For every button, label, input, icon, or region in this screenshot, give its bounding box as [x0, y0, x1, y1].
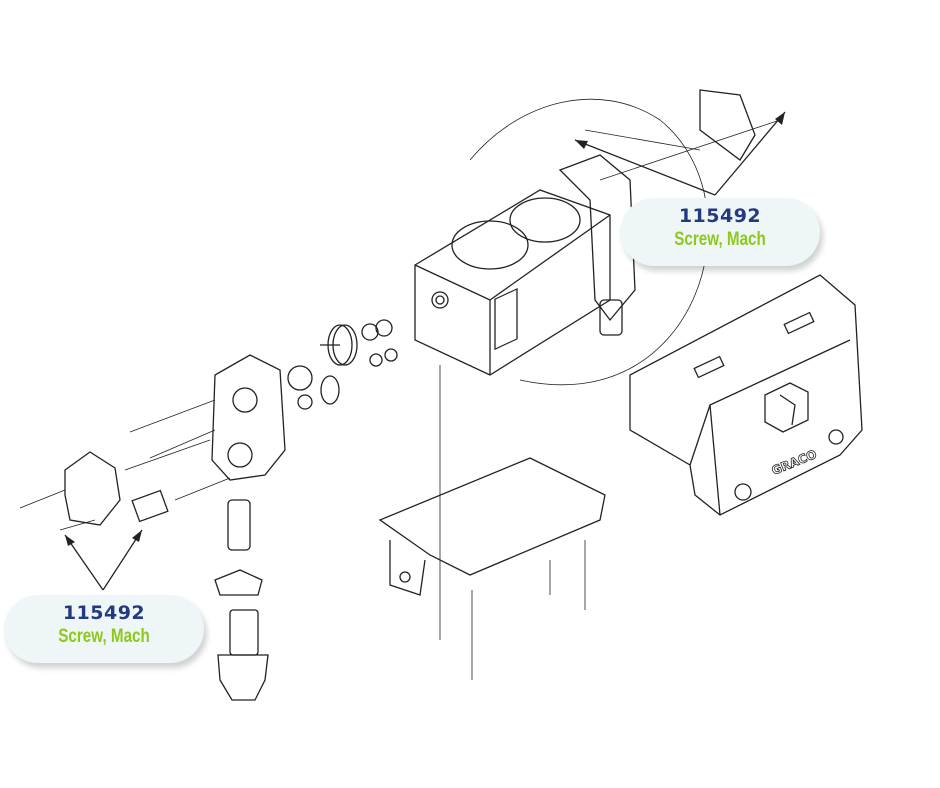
front-housing [64, 354, 286, 526]
graco-logo: GRACO [764, 382, 819, 478]
part-callout-left: 115492 Screw, Mach [4, 595, 204, 663]
gearbox-housing [414, 189, 611, 376]
motor-bracket [558, 89, 781, 336]
motor-shroud [629, 274, 863, 516]
part-description: Screw, Mach [58, 626, 150, 647]
part-number: 115492 [678, 205, 762, 227]
part-number: 115492 [62, 602, 146, 624]
assembly-guide-line [469, 98, 709, 386]
callout-arrow-right [574, 111, 786, 196]
svg-text:GRACO: GRACO [770, 447, 819, 478]
part-callout-right: 115492 Screw, Mach [620, 198, 820, 266]
gear-set [287, 319, 398, 410]
part-description: Screw, Mach [674, 229, 766, 250]
pump-assembly [214, 499, 269, 701]
callout-arrow-left [64, 529, 143, 591]
mounting-plate [378, 365, 606, 680]
screws [19, 399, 231, 531]
